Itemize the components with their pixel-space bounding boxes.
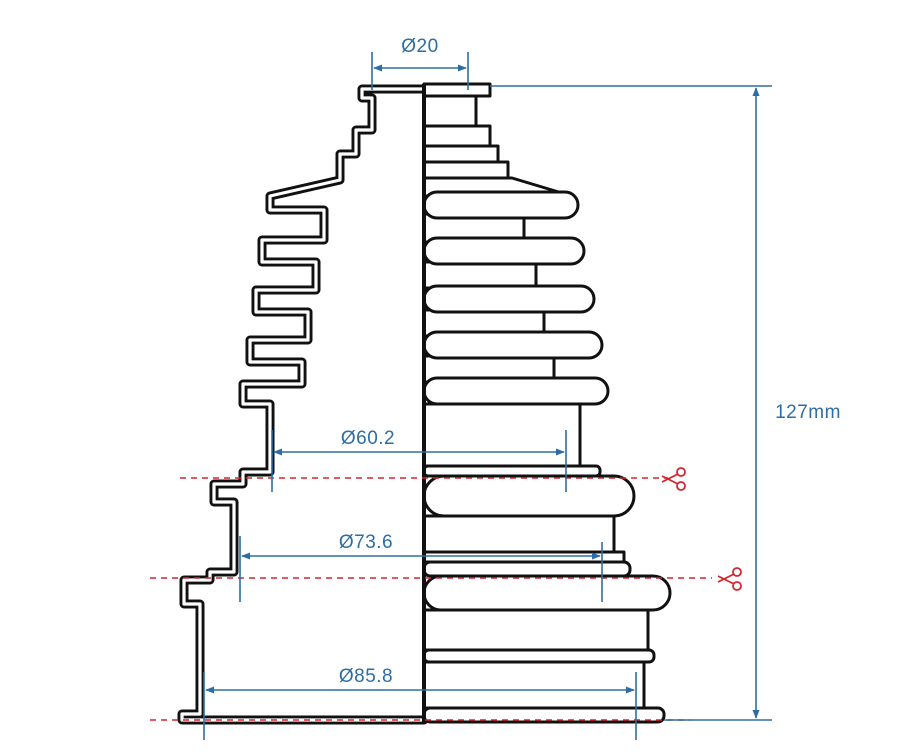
boot-exterior-view [422, 82, 672, 724]
cut-lines [150, 477, 712, 721]
label-cut-diameter-2: Ø73.6 [339, 532, 393, 553]
dimension-labels: Ø20 127mm Ø60.2 Ø73.6 Ø85.8 [339, 36, 841, 687]
boot-section-outline [177, 84, 429, 725]
label-cut-diameter-1: Ø60.2 [341, 428, 395, 449]
label-height: 127mm [775, 402, 841, 423]
label-top-diameter: Ø20 [401, 36, 438, 57]
scissors-icon [717, 567, 742, 591]
scissors-icon [661, 467, 686, 491]
label-base-diameter: Ø85.8 [339, 666, 393, 687]
dimension-lines [203, 52, 772, 740]
boot-section-inner [180, 87, 426, 722]
